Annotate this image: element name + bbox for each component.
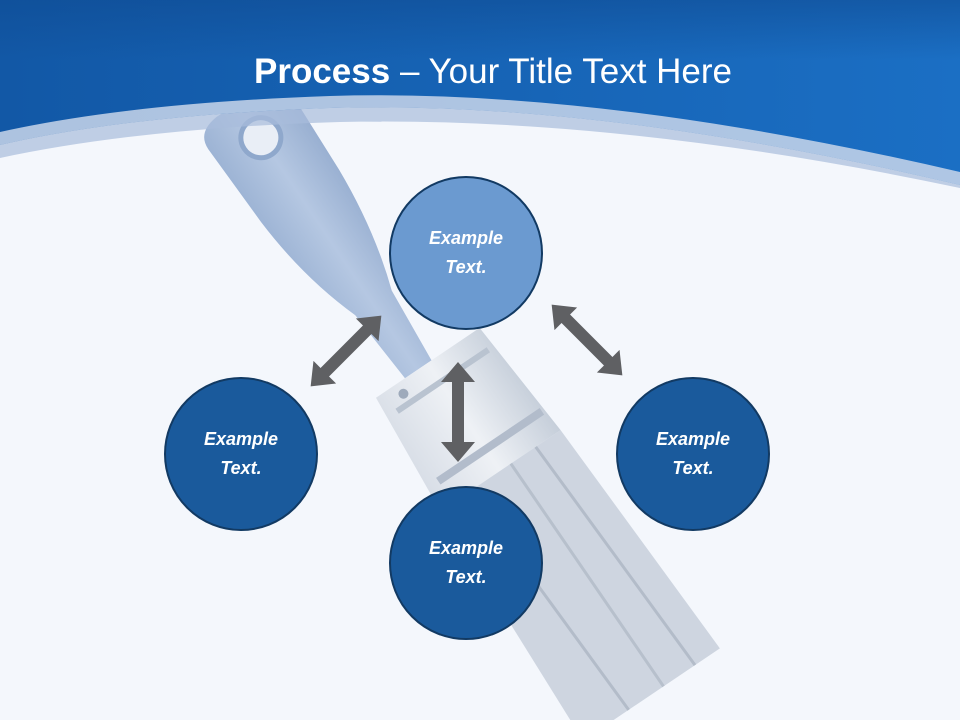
double-arrow-icon [310,304,623,462]
slide-title: Process – Your Title Text Here [254,52,732,91]
